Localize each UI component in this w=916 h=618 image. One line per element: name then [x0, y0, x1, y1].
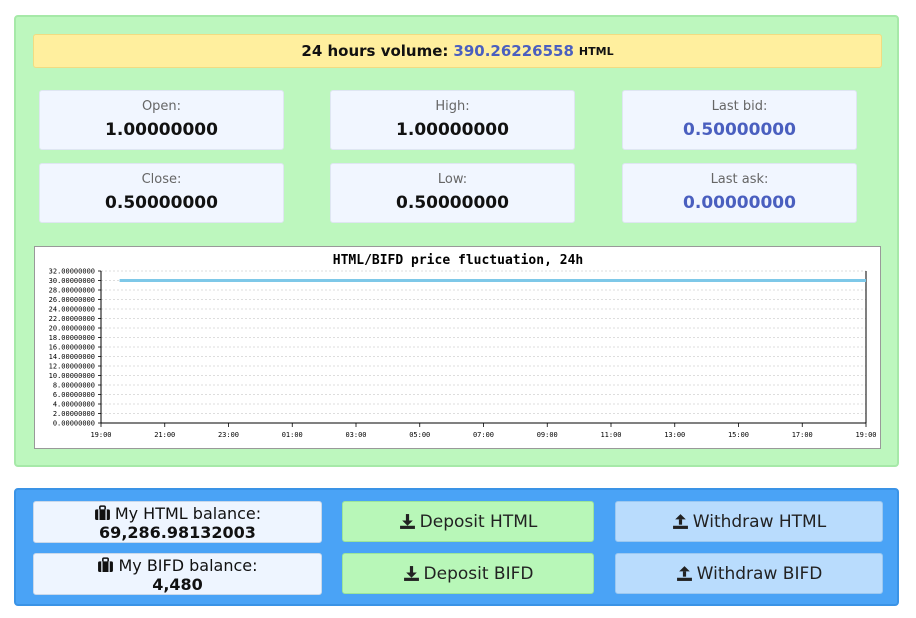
- y-tick-label: 16.00000000: [49, 344, 95, 352]
- stat-last-bid-label: Last bid:: [711, 99, 768, 114]
- y-tick-label: 6.00000000: [53, 391, 95, 399]
- x-tick-label: 15:00: [728, 431, 749, 439]
- stat-low-label: Low:: [437, 172, 468, 187]
- bifd-balance-value: 4,480: [152, 575, 203, 594]
- deposit-bifd-label: Deposit BIFD: [423, 563, 534, 584]
- stat-low: Low: 0.50000000: [330, 163, 575, 223]
- deposit-html-button[interactable]: Deposit HTML: [342, 501, 594, 542]
- stat-last-bid-value: 0.50000000: [683, 120, 796, 140]
- x-tick-label: 03:00: [345, 431, 366, 439]
- deposit-bifd-button[interactable]: Deposit BIFD: [342, 553, 594, 594]
- y-tick-label: 12.00000000: [49, 363, 95, 371]
- stat-close: Close: 0.50000000: [39, 163, 284, 223]
- x-tick-label: 17:00: [792, 431, 813, 439]
- y-tick-label: 8.00000000: [53, 382, 95, 390]
- volume-value: 390.26226558: [453, 42, 574, 60]
- html-balance-value: 69,286.98132003: [99, 523, 256, 542]
- withdraw-bifd-button[interactable]: Withdraw BIFD: [615, 553, 883, 594]
- y-tick-label: 28.00000000: [49, 287, 95, 295]
- stat-low-value: 0.50000000: [396, 193, 509, 213]
- x-tick-label: 07:00: [473, 431, 494, 439]
- withdraw-html-label: Withdraw HTML: [692, 511, 827, 532]
- withdraw-html-button[interactable]: Withdraw HTML: [615, 501, 883, 542]
- x-tick-label: 01:00: [282, 431, 303, 439]
- y-tick-label: 22.00000000: [49, 315, 95, 323]
- price-chart: HTML/BIFD price fluctuation, 24h 0.00000…: [34, 246, 881, 449]
- x-tick-label: 13:00: [664, 431, 685, 439]
- y-tick-label: 30.00000000: [49, 277, 95, 285]
- y-tick-label: 10.00000000: [49, 372, 95, 380]
- stat-close-label: Close:: [141, 172, 182, 187]
- y-tick-label: 14.00000000: [49, 353, 95, 361]
- briefcase-icon: [94, 505, 110, 520]
- volume-label: 24 hours volume:: [301, 42, 449, 60]
- stat-high-label: High:: [435, 99, 470, 114]
- stat-close-value: 0.50000000: [105, 193, 218, 213]
- upload-icon: [676, 566, 692, 581]
- withdraw-bifd-label: Withdraw BIFD: [696, 563, 823, 584]
- y-tick-label: 20.00000000: [49, 325, 95, 333]
- x-tick-label: 19:00: [855, 431, 876, 439]
- x-tick-label: 19:00: [90, 431, 111, 439]
- market-summary-panel: 24 hours volume: 390.26226558 HTML Open:…: [14, 15, 899, 467]
- y-tick-label: 0.00000000: [53, 420, 95, 428]
- y-tick-label: 32.00000000: [49, 268, 95, 276]
- x-tick-label: 23:00: [218, 431, 239, 439]
- stat-high-value: 1.00000000: [396, 120, 509, 140]
- stat-last-ask-value: 0.00000000: [683, 193, 796, 213]
- stat-high: High: 1.00000000: [330, 90, 575, 150]
- briefcase-icon: [98, 557, 114, 572]
- html-balance-card: My HTML balance: 69,286.98132003: [33, 501, 322, 543]
- volume-unit: HTML: [578, 44, 614, 58]
- html-balance-label: My HTML balance:: [114, 504, 262, 523]
- y-tick-label: 4.00000000: [53, 401, 95, 409]
- x-tick-label: 09:00: [537, 431, 558, 439]
- bifd-balance-card: My BIFD balance: 4,480: [33, 553, 322, 595]
- stat-last-ask: Last ask: 0.00000000: [622, 163, 857, 223]
- balance-panel: My HTML balance: 69,286.98132003 My BIFD…: [14, 488, 899, 606]
- y-tick-label: 2.00000000: [53, 410, 95, 418]
- stat-last-ask-label: Last ask:: [710, 172, 769, 187]
- upload-icon: [672, 514, 688, 529]
- x-tick-label: 05:00: [409, 431, 430, 439]
- download-icon: [403, 566, 419, 581]
- chart-title: HTML/BIFD price fluctuation, 24h: [333, 253, 583, 268]
- stat-open: Open: 1.00000000: [39, 90, 284, 150]
- x-tick-label: 11:00: [600, 431, 621, 439]
- x-tick-label: 21:00: [154, 431, 175, 439]
- y-tick-label: 18.00000000: [49, 334, 95, 342]
- download-icon: [399, 514, 415, 529]
- y-tick-label: 26.00000000: [49, 296, 95, 304]
- deposit-html-label: Deposit HTML: [419, 511, 538, 532]
- bifd-balance-label: My BIFD balance:: [118, 556, 258, 575]
- stat-open-value: 1.00000000: [105, 120, 218, 140]
- stat-last-bid: Last bid: 0.50000000: [622, 90, 857, 150]
- price-chart-svg: HTML/BIFD price fluctuation, 24h 0.00000…: [49, 253, 877, 439]
- volume-bar: 24 hours volume: 390.26226558 HTML: [33, 34, 882, 68]
- stat-open-label: Open:: [141, 99, 182, 114]
- y-tick-label: 24.00000000: [49, 306, 95, 314]
